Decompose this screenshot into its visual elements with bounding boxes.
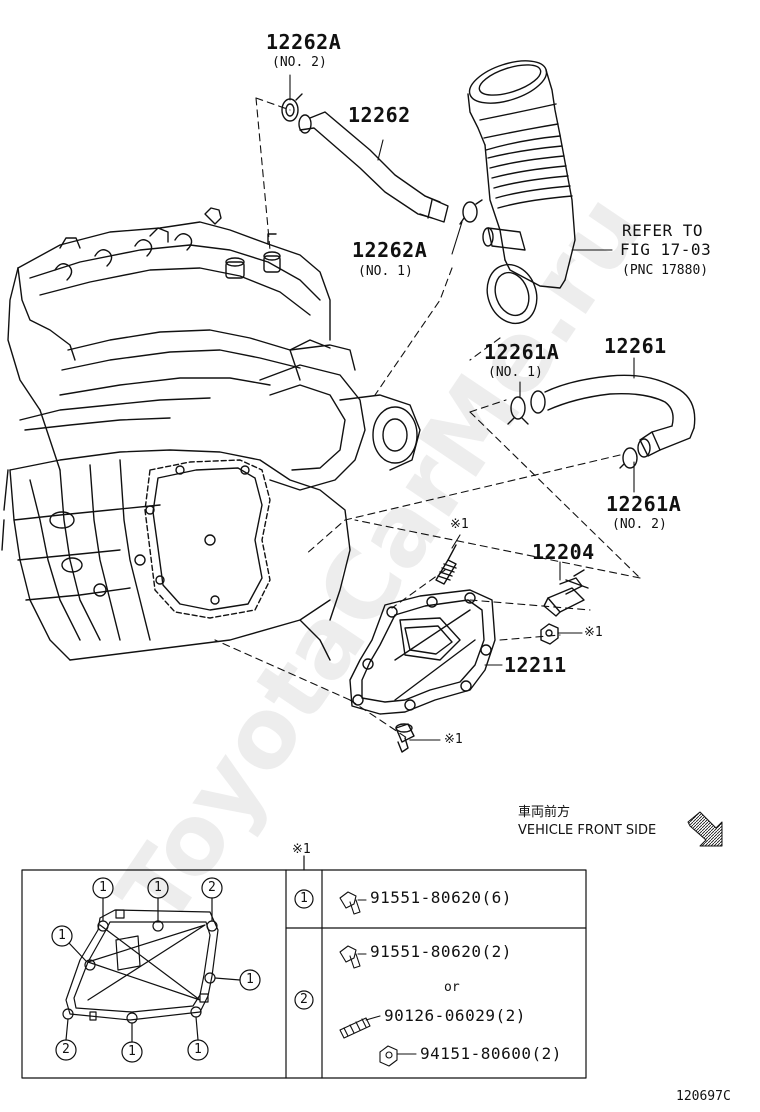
- inset-mark: 1: [246, 972, 254, 987]
- label-12261A-no2: 12261A: [606, 492, 682, 516]
- leader-lines: [289, 74, 635, 741]
- cover-12211: [349, 589, 496, 715]
- inset-mark: 1: [154, 880, 162, 895]
- nut: [540, 623, 559, 645]
- label-12211: 12211: [504, 653, 567, 677]
- intake-hose: [467, 60, 576, 325]
- label-12262A-no2: 12262A: [266, 30, 342, 54]
- label-bolt-mark: ※1: [444, 732, 463, 747]
- inset-mark: 1: [194, 1042, 202, 1057]
- leader-dash-lines: [214, 97, 641, 741]
- label-12204: 12204: [532, 540, 595, 564]
- label-12261A-no1-sub: (NO. 1): [488, 365, 543, 380]
- inset-mark: 2: [62, 1042, 70, 1057]
- refer-line-2: FIG 17-03: [620, 240, 712, 259]
- refer-line-3: (PNC 17880): [622, 263, 709, 278]
- label-stud-mark: ※1: [450, 517, 469, 532]
- hose-12262: [298, 111, 449, 223]
- table-row-1-part-1: 91551-80620(6): [370, 888, 512, 907]
- table-row-2-part-1: 91551-80620(2): [370, 942, 512, 961]
- label-12261: 12261: [604, 334, 667, 358]
- label-12261A-no2-sub: (NO. 2): [612, 517, 667, 532]
- inset-cover: [51, 877, 261, 1063]
- inset-mark: 1: [128, 1044, 136, 1059]
- label-nut-mark: ※1: [584, 625, 603, 640]
- bolt: [395, 723, 415, 753]
- figure-id: 120697C: [676, 1089, 731, 1104]
- table-row-1-mark: 1: [300, 891, 308, 906]
- clamp-12262A-no1: [459, 199, 483, 225]
- engine-block: [1, 207, 421, 661]
- clamp-12262A-no2: [281, 93, 303, 122]
- front-note-jp: 車両前方: [518, 805, 571, 820]
- table-title: ※1: [292, 842, 311, 857]
- table-row-2-mark: 2: [300, 992, 308, 1007]
- legend-table: [21, 855, 587, 1079]
- inset-mark: 1: [99, 880, 107, 895]
- table-row-2-part-2: 90126-06029(2): [384, 1006, 526, 1025]
- clamp-12261A-no1: [507, 396, 529, 425]
- label-12261A-no1: 12261A: [484, 340, 560, 364]
- clamp-12261A-no2: [619, 447, 638, 469]
- label-12262A-no2-sub: (NO. 2): [272, 55, 327, 70]
- front-arrow-icon: [687, 811, 723, 847]
- table-part-icons: [339, 891, 417, 1067]
- hose-12261: [530, 374, 696, 458]
- sensor-12204: [543, 569, 589, 617]
- label-12262A-no1: 12262A: [352, 238, 428, 262]
- inset-mark: 2: [208, 880, 216, 895]
- table-row-2-or: or: [444, 980, 460, 995]
- label-12262A-no1-sub: (NO. 1): [358, 264, 413, 279]
- front-note-en: VEHICLE FRONT SIDE: [518, 823, 657, 838]
- refer-line-1: REFER TO: [622, 221, 704, 240]
- stud-bolt: [435, 544, 457, 585]
- inset-mark: 1: [58, 928, 66, 943]
- label-12262: 12262: [348, 103, 411, 127]
- table-row-2-part-3: 94151-80600(2): [420, 1044, 562, 1063]
